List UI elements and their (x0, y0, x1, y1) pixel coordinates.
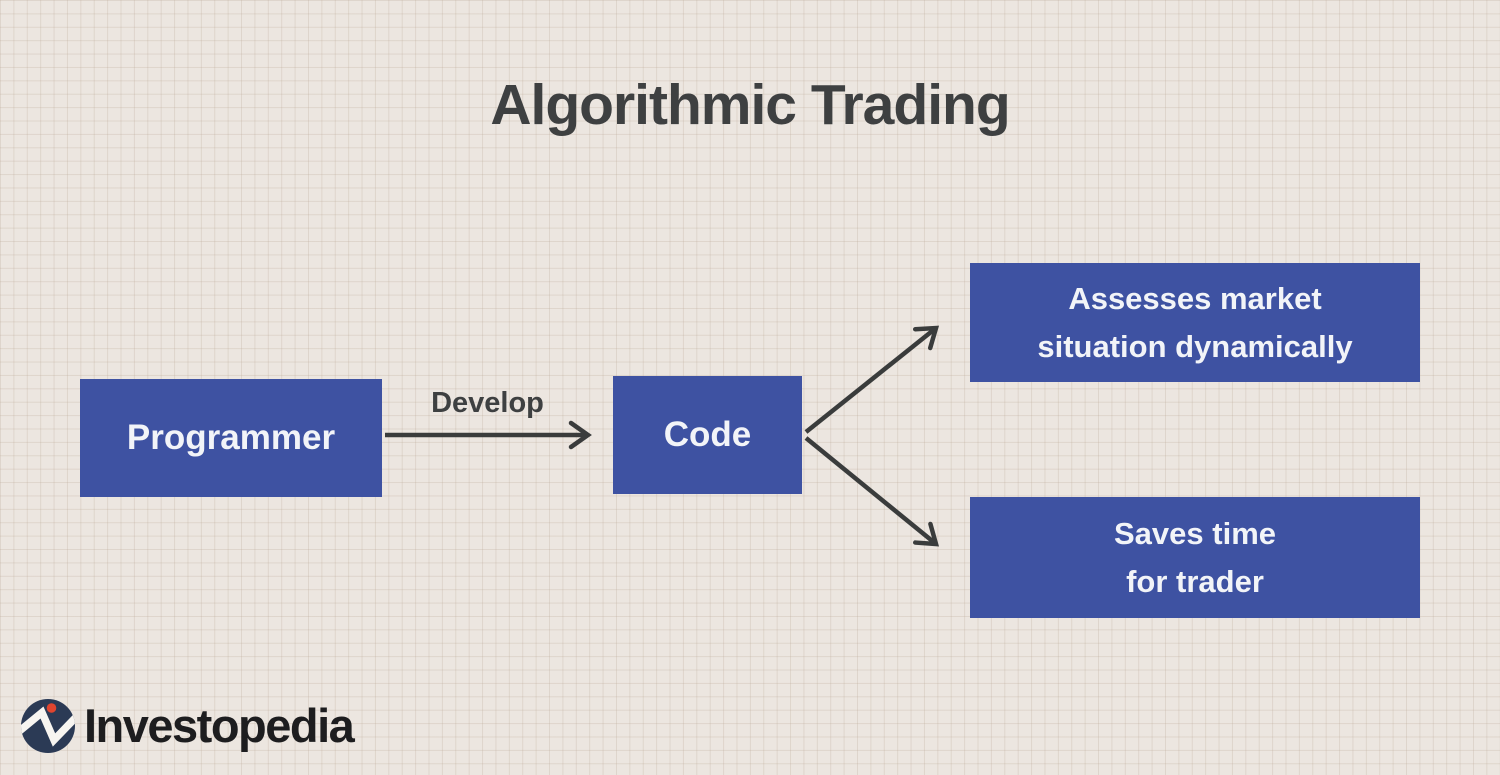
node-assesses-market-line1: Assesses market (1068, 280, 1322, 316)
logo-dot (46, 703, 57, 713)
node-saves-time-line2: for trader (1126, 563, 1264, 599)
edge-label-develop: Develop (431, 387, 544, 419)
investopedia-logo: Investopedia (21, 699, 355, 753)
node-programmer: Programmer (80, 379, 382, 497)
node-assesses-market: Assesses market situation dynamically (970, 263, 1420, 382)
investopedia-logo-text: Investopedia (84, 699, 355, 752)
investopedia-logo-icon (21, 699, 75, 753)
node-code: Code (613, 376, 802, 494)
page-title: Algorithmic Trading (490, 73, 1010, 137)
node-programmer-label: Programmer (126, 418, 336, 457)
node-assesses-market-line2: situation dynamically (1037, 328, 1353, 364)
node-code-label: Code (663, 415, 752, 454)
branch-arrow-top (804, 325, 940, 434)
branch-arrow-bottom (804, 436, 940, 547)
node-saves-time: Saves time for trader (970, 497, 1420, 618)
node-saves-time-line1: Saves time (1114, 515, 1276, 551)
